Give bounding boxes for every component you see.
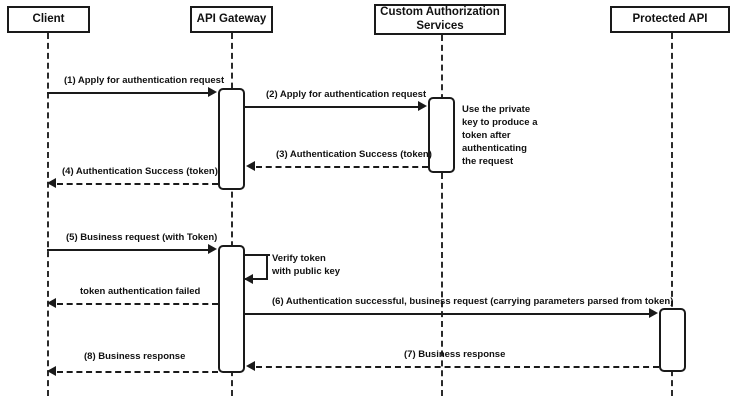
- message-arrow-2: [418, 101, 427, 111]
- message-arrow-1: [208, 87, 217, 97]
- note-private-key-line-3: token after: [462, 130, 511, 142]
- message-arrow-8: [47, 366, 56, 376]
- lifeline-protected-api: [671, 33, 673, 396]
- note-private-key-line-2: key to produce a: [462, 117, 538, 129]
- message-label-5: (5) Business request (with Token): [66, 232, 218, 243]
- participant-box-client[interactable]: Client: [7, 6, 90, 33]
- participant-box-custom-authorization-services[interactable]: Custom Authorization Services: [374, 4, 506, 35]
- self-message-label-line-2: with public key: [272, 266, 341, 278]
- self-message-line-top: [245, 254, 270, 256]
- message-line-4: [57, 183, 218, 185]
- message-label-4: (4) Authentication Success (token): [62, 166, 218, 177]
- message-label-3: (3) Authentication Success (token): [276, 149, 432, 160]
- note-private-key-line-1: Use the private: [462, 104, 531, 115]
- message-label-7: (7) Business response: [404, 349, 506, 360]
- lifeline-api-gateway: [231, 33, 233, 396]
- participant-label-protected-api: Protected API: [632, 12, 708, 25]
- message-label-2: (2) Apply for authentication request: [266, 89, 427, 100]
- activation-protected-api-1: [659, 308, 686, 372]
- activation-api-gateway-1: [218, 88, 245, 190]
- participant-label-custom-authorization-services: Custom Authorization Services: [380, 6, 500, 32]
- message-line-2: [245, 106, 419, 108]
- message-arrow-token-auth-failed: [47, 298, 56, 308]
- message-label-6: (6) Authentication successful, business …: [272, 296, 674, 307]
- message-line-7: [256, 366, 659, 368]
- message-line-3: [256, 166, 428, 168]
- message-label-token-auth-failed: token authentication failed: [80, 286, 201, 297]
- participant-label-client: Client: [32, 12, 65, 25]
- message-line-8: [57, 371, 218, 373]
- message-label-8: (8) Business response: [84, 351, 186, 362]
- self-message-line-right: [266, 254, 268, 280]
- lifeline-client: [47, 33, 49, 396]
- self-message-label: Verify token with public key: [272, 252, 340, 279]
- message-line-1: [47, 92, 209, 94]
- participant-box-protected-api[interactable]: Protected API: [610, 6, 730, 33]
- participant-label-api-gateway: API Gateway: [196, 12, 267, 25]
- message-arrow-7: [246, 361, 255, 371]
- self-message-line-bottom: [245, 278, 268, 280]
- message-arrow-3: [246, 161, 255, 171]
- message-label-1: (1) Apply for authentication request: [64, 75, 225, 86]
- self-message-label-line-1: Verify token: [272, 253, 326, 264]
- activation-api-gateway-2: [218, 245, 245, 373]
- message-arrow-4: [47, 178, 56, 188]
- participant-box-api-gateway[interactable]: API Gateway: [190, 6, 273, 33]
- message-line-5: [47, 249, 209, 251]
- message-line-token-auth-failed: [57, 303, 218, 305]
- activation-custom-authorization-services-1: [428, 97, 455, 173]
- note-private-key-line-4: authenticating: [462, 143, 527, 155]
- message-arrow-5: [208, 244, 217, 254]
- message-line-6: [245, 313, 650, 315]
- note-private-key-line-5: the request: [462, 156, 514, 168]
- self-message-arrow: [244, 274, 253, 284]
- lifeline-custom-authorization-services: [441, 35, 443, 396]
- message-arrow-6: [649, 308, 658, 318]
- note-private-key: Use the private key to produce a token a…: [462, 103, 540, 169]
